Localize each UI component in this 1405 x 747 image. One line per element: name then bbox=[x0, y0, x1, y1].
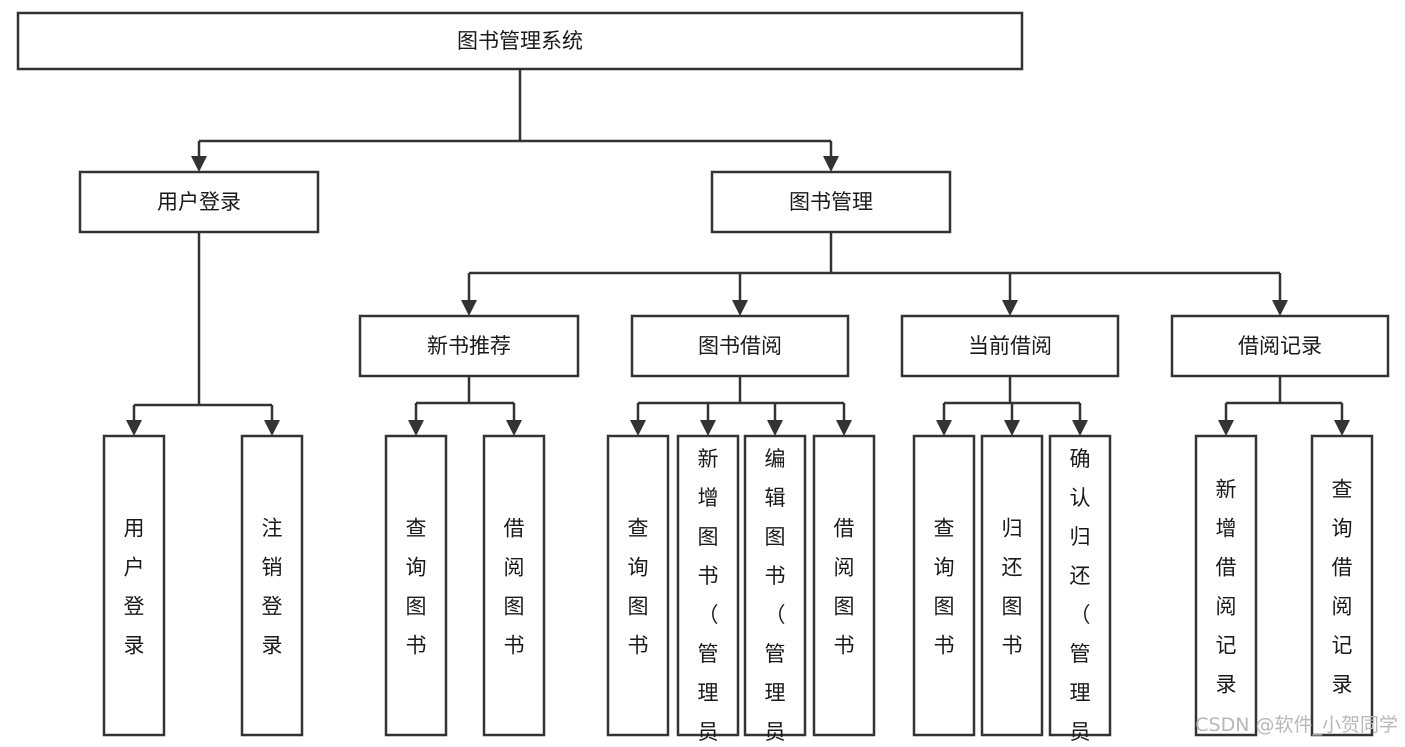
arrow-head-icon bbox=[1004, 420, 1020, 436]
level3-node-label: 新书推荐 bbox=[427, 334, 511, 358]
root-node-label: 图书管理系统 bbox=[457, 29, 583, 53]
leaf-node-9[interactable]: 归还图书 bbox=[980, 434, 1044, 737]
level2-node-label: 用户登录 bbox=[157, 190, 241, 214]
leaf-node-label: 借阅图书 bbox=[834, 517, 855, 658]
leaf-node-label: 查询图书 bbox=[406, 517, 427, 658]
level3-node-1[interactable]: 图书借阅 bbox=[630, 314, 850, 378]
arrow-head-icon bbox=[732, 300, 748, 316]
level3-node-label: 借阅记录 bbox=[1238, 334, 1322, 358]
leaf-node-label: 确认归还（管理员） bbox=[1070, 447, 1091, 747]
leaf-node-label: 编辑图书（管理员） bbox=[765, 447, 786, 747]
leaf-node-rect bbox=[240, 434, 304, 737]
arrow-head-icon bbox=[264, 420, 280, 436]
leaf-node-rect bbox=[102, 434, 166, 737]
arrow-head-icon bbox=[700, 420, 716, 436]
arrow-head-icon bbox=[126, 420, 142, 436]
connector-layer bbox=[126, 69, 1350, 436]
leaf-node-rect bbox=[912, 434, 976, 737]
leaf-node-label: 借阅图书 bbox=[504, 517, 525, 658]
level3-node-rect bbox=[1170, 314, 1390, 378]
level2-node-rect bbox=[710, 170, 952, 234]
arrow-head-icon bbox=[936, 420, 952, 436]
leaf-node-0[interactable]: 用户登录 bbox=[102, 434, 166, 737]
arrow-head-icon bbox=[1218, 420, 1234, 436]
leaf-node-5[interactable]: 新增图书（管理员） bbox=[676, 434, 740, 747]
leaf-node-12[interactable]: 查询借阅记录 bbox=[1310, 434, 1374, 737]
arrow-head-icon bbox=[1334, 420, 1350, 436]
level3-node-0[interactable]: 新书推荐 bbox=[358, 314, 580, 378]
arrow-head-icon bbox=[191, 156, 207, 172]
level3-node-label: 当前借阅 bbox=[968, 334, 1052, 358]
leaf-node-label: 用户登录 bbox=[124, 517, 145, 658]
level2-node-label: 图书管理 bbox=[789, 190, 873, 214]
level2-node-rect bbox=[78, 170, 320, 234]
level2-node-1[interactable]: 图书管理 bbox=[710, 170, 952, 234]
leaf-node-3[interactable]: 借阅图书 bbox=[482, 434, 546, 737]
arrow-head-icon bbox=[1002, 300, 1018, 316]
leaf-node-7[interactable]: 借阅图书 bbox=[812, 434, 876, 737]
leaf-node-6[interactable]: 编辑图书（管理员） bbox=[743, 434, 807, 747]
leaf-node-label: 注销登录 bbox=[262, 517, 283, 658]
leaf-node-rect bbox=[384, 434, 448, 737]
arrow-head-icon bbox=[1072, 420, 1088, 436]
leaf-node-rect bbox=[1048, 434, 1112, 737]
leaf-node-label: 新增借阅记录 bbox=[1216, 478, 1237, 697]
root-node[interactable]: 图书管理系统 bbox=[16, 11, 1024, 71]
arrow-head-icon bbox=[836, 420, 852, 436]
node-layer: 图书管理系统用户登录图书管理新书推荐图书借阅当前借阅借阅记录用户登录注销登录查询… bbox=[16, 11, 1390, 747]
leaf-node-label: 查询借阅记录 bbox=[1332, 478, 1353, 697]
level3-node-rect bbox=[900, 314, 1120, 378]
leaf-node-rect bbox=[1310, 434, 1374, 737]
arrow-head-icon bbox=[408, 420, 424, 436]
leaf-node-rect bbox=[812, 434, 876, 737]
arrow-head-icon bbox=[506, 420, 522, 436]
leaf-node-8[interactable]: 查询图书 bbox=[912, 434, 976, 737]
leaf-node-label: 查询图书 bbox=[628, 517, 649, 658]
level3-node-rect bbox=[358, 314, 580, 378]
arrow-head-icon bbox=[823, 156, 839, 172]
leaf-node-rect bbox=[606, 434, 670, 737]
level3-node-rect bbox=[630, 314, 850, 378]
leaf-node-label: 查询图书 bbox=[934, 517, 955, 658]
leaf-node-rect bbox=[676, 434, 740, 737]
arrow-head-icon bbox=[461, 300, 477, 316]
leaf-node-4[interactable]: 查询图书 bbox=[606, 434, 670, 737]
leaf-node-10[interactable]: 确认归还（管理员） bbox=[1048, 434, 1112, 747]
leaf-node-1[interactable]: 注销登录 bbox=[240, 434, 304, 737]
leaf-node-rect bbox=[1194, 434, 1258, 737]
csdn-watermark: CSDN @软件_小贺同学 bbox=[1195, 714, 1398, 736]
level3-node-2[interactable]: 当前借阅 bbox=[900, 314, 1120, 378]
arrow-head-icon bbox=[630, 420, 646, 436]
leaf-node-label: 归还图书 bbox=[1002, 517, 1023, 658]
level3-node-label: 图书借阅 bbox=[698, 334, 782, 358]
level2-node-0[interactable]: 用户登录 bbox=[78, 170, 320, 234]
leaf-node-label: 新增图书（管理员） bbox=[698, 447, 719, 747]
arrow-head-icon bbox=[1272, 300, 1288, 316]
leaf-node-rect bbox=[980, 434, 1044, 737]
level3-node-3[interactable]: 借阅记录 bbox=[1170, 314, 1390, 378]
leaf-node-rect bbox=[743, 434, 807, 737]
leaf-node-2[interactable]: 查询图书 bbox=[384, 434, 448, 737]
root-node-rect bbox=[16, 11, 1024, 71]
arrow-head-icon bbox=[767, 420, 783, 436]
leaf-node-rect bbox=[482, 434, 546, 737]
leaf-node-11[interactable]: 新增借阅记录 bbox=[1194, 434, 1258, 737]
